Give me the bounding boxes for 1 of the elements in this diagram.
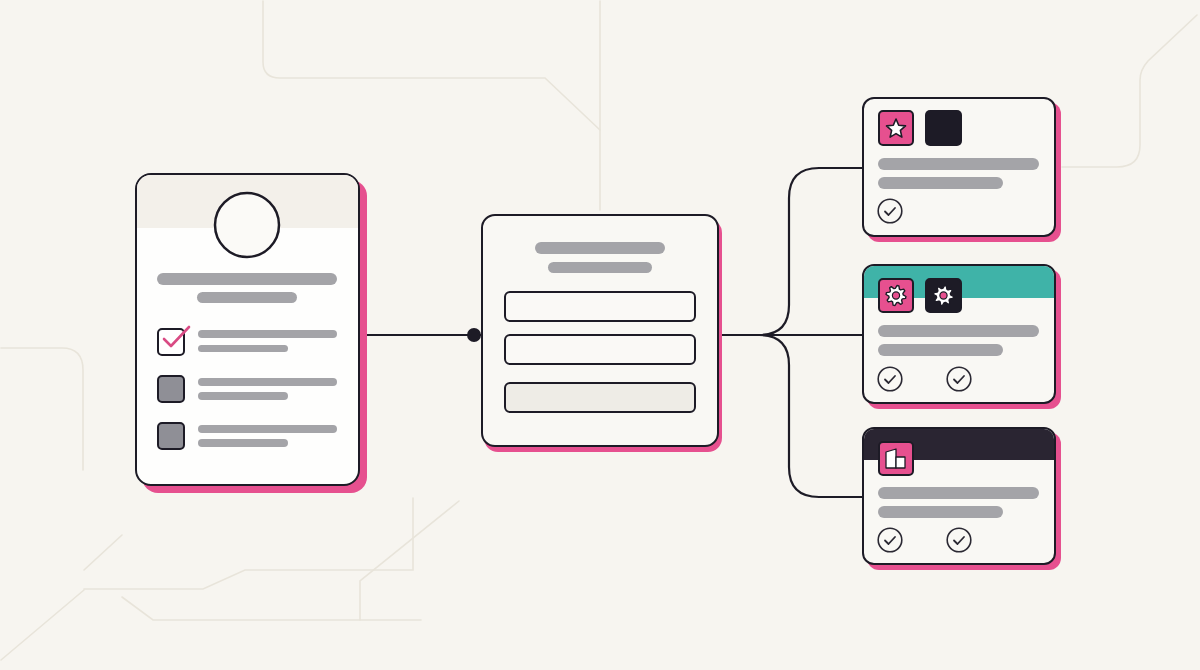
connector-line — [719, 333, 862, 499]
